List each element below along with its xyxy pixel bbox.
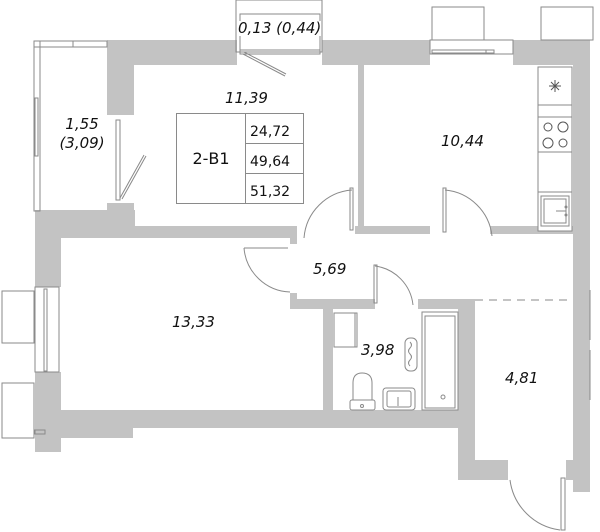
living-room-area-label: 13,33 [172,313,215,331]
stove-burners-icon [542,121,569,149]
loggia-area-label: 1,55 (3,09) [56,117,108,151]
living-area: 24,72 [246,114,303,144]
balcony [235,0,323,77]
hallway-area-label: 5,69 [313,260,347,278]
walls [35,40,590,492]
toilet-icon [349,372,376,411]
loggia-area: 1,55 [65,115,99,133]
kitchen-area-label: 10,44 [441,132,484,150]
apartment-code: 2-В1 [177,114,246,203]
balcony-area-label: 0,13 (0,44) [238,19,322,37]
entrance-hall-area-label: 4,81 [505,369,539,387]
bedroom-area-label: 11,39 [225,89,268,107]
asterisk-icon [549,80,561,92]
wall-notch [34,429,46,435]
kitchen-sink-icon [540,195,570,227]
loggia-area-secondary: (3,09) [59,134,105,152]
bathroom-area-label: 3,98 [361,341,395,359]
windows [1,6,594,439]
towel-dryer-icon [404,337,418,372]
loggia [33,40,147,212]
total-area-with-balcony: 51,32 [250,184,291,200]
washbasin-icon [382,387,416,411]
area-summary: 24,72 49,64 51,32 [246,114,303,203]
bathtub-icon [421,311,459,411]
total-area: 49,64 [246,144,303,174]
apartment-info-table: 2-В1 24,72 49,64 51,32 [176,113,304,204]
doors [243,187,566,531]
washing-machine [333,312,358,348]
